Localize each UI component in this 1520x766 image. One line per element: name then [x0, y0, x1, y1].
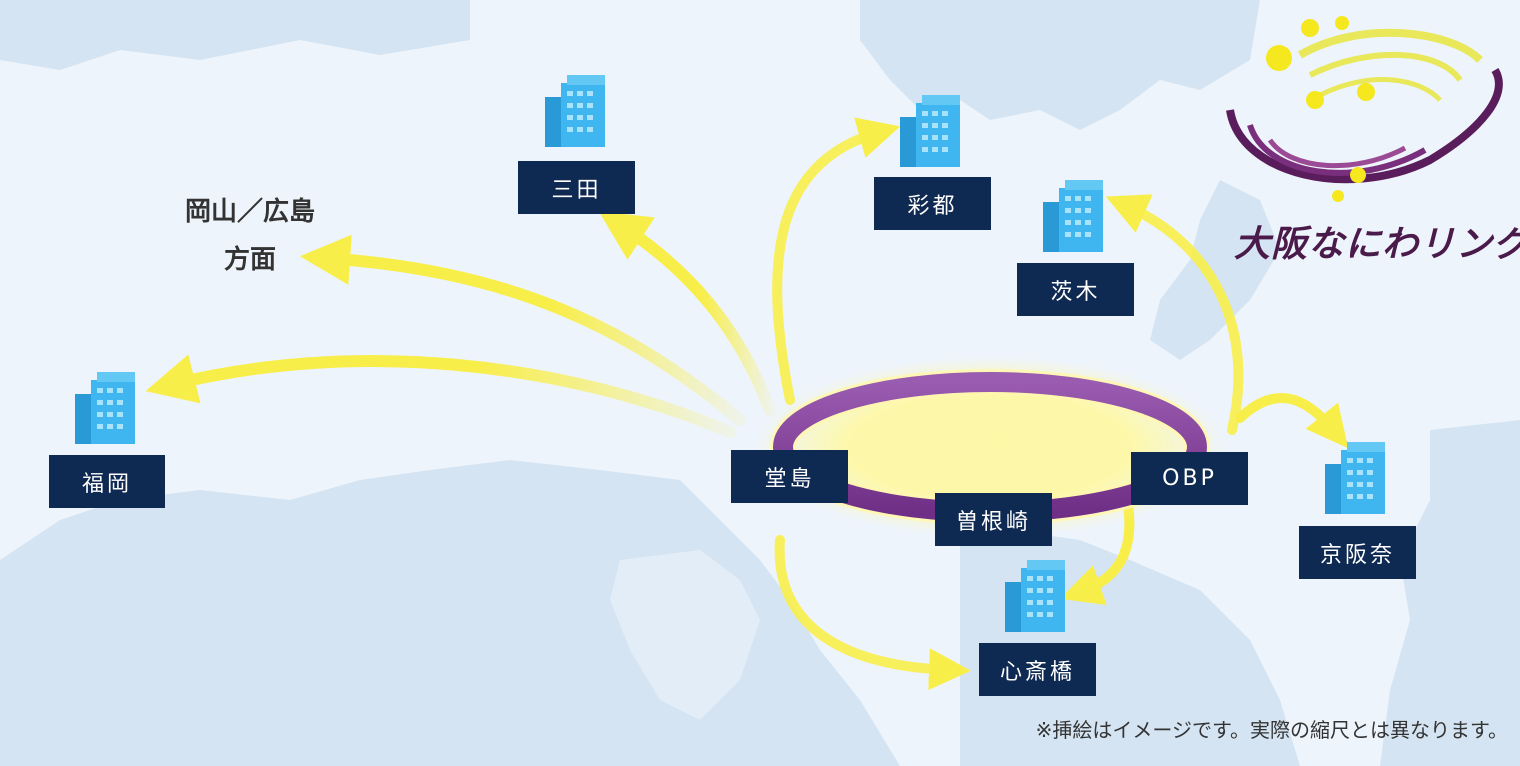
logo-text: 大阪なにわリング [1234, 223, 1520, 265]
direction-label-line1: 岡山／広島 [184, 197, 315, 227]
arrow-to-okayama [299, 234, 746, 426]
arrow-to-fukuoka [145, 354, 736, 438]
arrows [145, 117, 1349, 691]
label-ibaraki: 茨木 [1017, 263, 1134, 316]
footnote: ※挿絵はイメージです。実際の縮尺とは異なります。 [1035, 718, 1508, 742]
label-sanda: 三田 [518, 161, 635, 214]
arrow-obp-to-shinsaibashi [1060, 500, 1135, 606]
building-icon-ibaraki [1043, 180, 1103, 252]
arrow-to-saito [772, 117, 901, 405]
building-icon-fukuoka [75, 372, 135, 444]
buildings [75, 75, 1385, 632]
label-shinsaibashi: 心斎橋 [979, 643, 1096, 696]
building-icon-shinsaibashi [1005, 560, 1065, 632]
direction-label: 岡山／広島 方面 [160, 188, 340, 284]
label-dojima: 堂島 [731, 450, 848, 503]
building-icon-sanda [545, 75, 605, 147]
building-icon-saito [900, 95, 960, 167]
arrow-dojima-to-shinsaibashi [774, 535, 971, 691]
direction-label-line2: 方面 [223, 245, 276, 275]
arrow-to-sanda [598, 211, 776, 416]
label-keihanna: 京阪奈 [1299, 526, 1416, 579]
arrow-to-keihanna [1235, 393, 1349, 449]
label-sonezaki: 曽根崎 [935, 493, 1052, 546]
building-icon-keihanna [1325, 442, 1385, 514]
logo-graphic [1226, 16, 1503, 202]
label-obp: OBP [1131, 452, 1248, 505]
label-saito: 彩都 [874, 177, 991, 230]
label-fukuoka: 福岡 [49, 455, 165, 508]
arrow-to-ibaraki [1105, 194, 1244, 435]
